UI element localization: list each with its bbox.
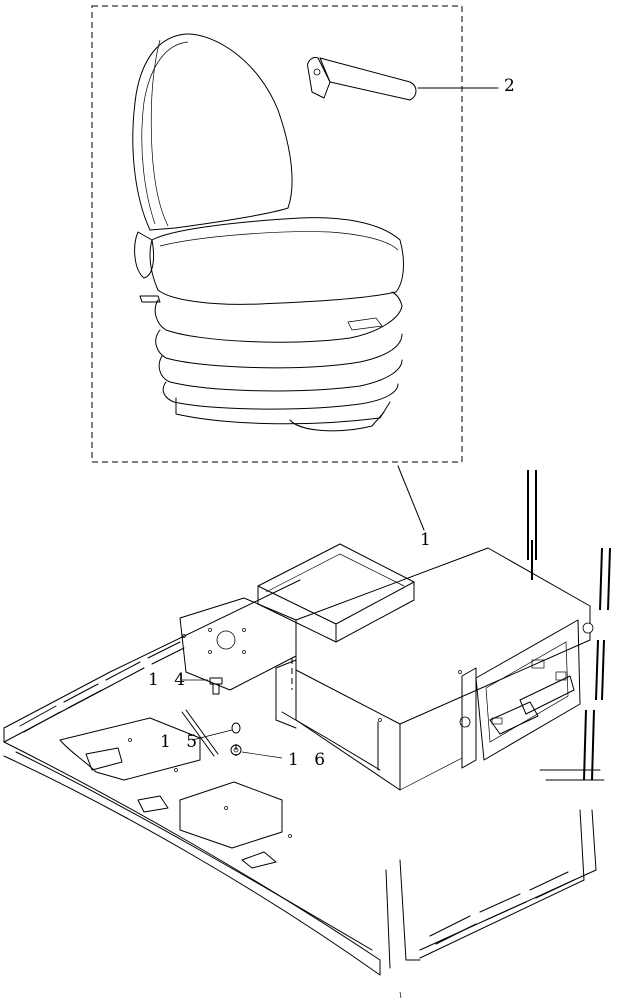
armrest-illustration: [307, 57, 417, 101]
callout-armrest: 2: [504, 76, 520, 96]
rod-illustration: [181, 711, 215, 757]
cab-floor-structure: [3, 470, 611, 976]
nut-leader-line: [241, 751, 283, 759]
callout-nut: 1 6: [288, 750, 331, 770]
callout-bolt: 1 4: [148, 670, 191, 690]
bolt-illustration: [209, 677, 223, 695]
callout-seat-assembly: 1: [420, 530, 436, 550]
washer-leader-line: [191, 729, 233, 741]
seat-detail-boundary: [91, 5, 463, 463]
callout-washer: 1 5: [160, 732, 203, 752]
nut-illustration: [230, 744, 242, 756]
seat-illustration: [132, 33, 404, 432]
installation-path: [235, 658, 293, 756]
washer-illustration: [231, 722, 241, 734]
seat-leader-line: [397, 465, 425, 531]
